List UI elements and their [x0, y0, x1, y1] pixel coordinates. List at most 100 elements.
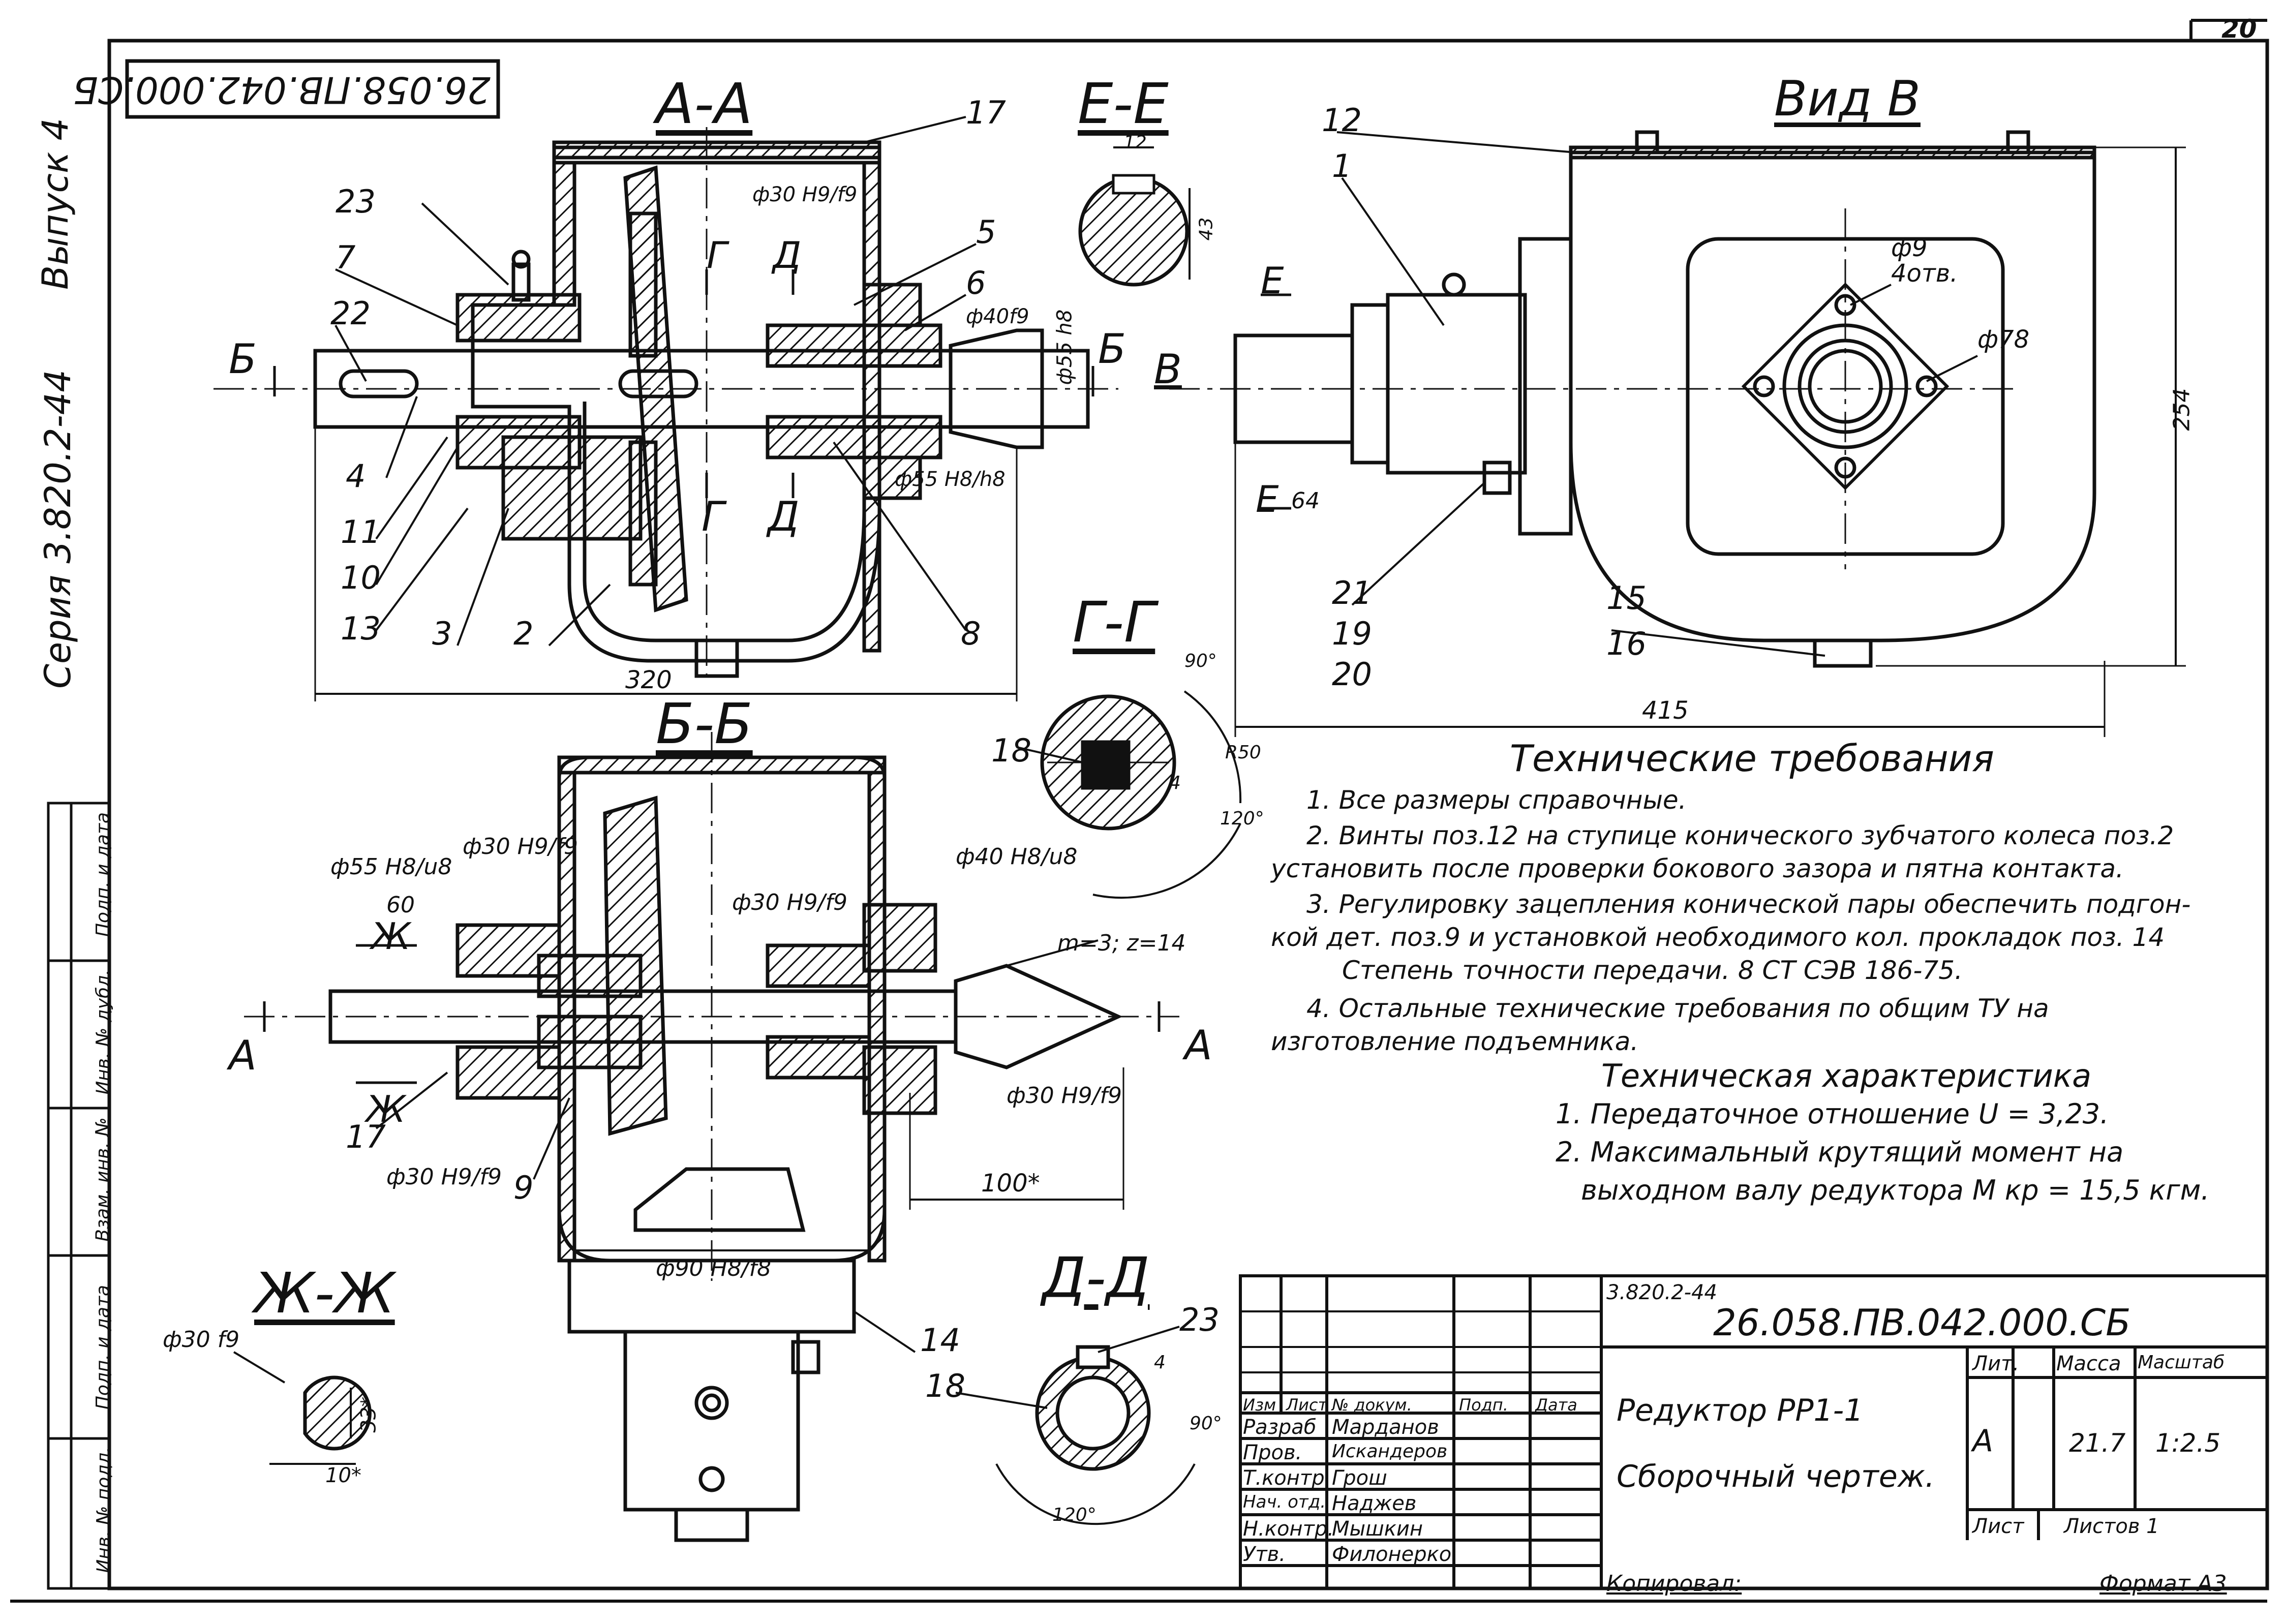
dim-phi30-bb-b: ф30 H9/f9 — [732, 890, 847, 915]
tb-name-2-person: Искандеров — [1332, 1441, 1448, 1462]
mark-d-top: Д — [773, 234, 802, 277]
tb-role-3: Т.контр. — [1243, 1466, 1331, 1490]
tb-role-5: Утв. — [1243, 1543, 1286, 1566]
callout-5: 5 — [976, 213, 996, 251]
callout-8: 8 — [961, 615, 981, 652]
tb-lit-value: А — [1972, 1423, 1994, 1459]
view-ee-drawing — [1078, 146, 1191, 287]
tb-copied: Копировал: — [1606, 1571, 1742, 1597]
mark-e-top: Е — [1261, 259, 1284, 302]
tb-series: 3.820.2-44 — [1606, 1281, 1718, 1304]
callout-11: 11 — [341, 513, 381, 550]
callout-6: 6 — [966, 264, 986, 301]
tech-char-line-2: 2. Максимальный крутящий момент на — [1556, 1136, 2124, 1168]
mark-e-bottom: Е — [1256, 478, 1279, 520]
view-gg-drawing — [1016, 690, 1242, 899]
callout-13: 13 — [341, 610, 381, 647]
tb-role-4: Н.контр. — [1243, 1517, 1334, 1541]
mark-a-left: А — [229, 1032, 257, 1079]
tb-name-5-person: Филонерко — [1332, 1543, 1452, 1566]
rotated-code: 26.058.ПВ.042.000.СБ — [73, 69, 491, 111]
side-series: Серия 3.820.2-44 — [37, 370, 79, 689]
dim-phi40-bb: ф40 H8/u8 — [956, 844, 1078, 870]
dim-100: 100* — [981, 1169, 1040, 1198]
dim-33-zh: 33* — [357, 1396, 381, 1433]
dim-phi78: ф78 — [1977, 325, 2030, 354]
mark-b-left: Б — [229, 335, 257, 383]
dim-4otv: 4отв. — [1891, 259, 1958, 288]
strip-label-4: Подп. и дата — [93, 1284, 114, 1410]
code-box — [125, 59, 500, 119]
dim-phi9: ф9 — [1891, 234, 1928, 262]
view-zhzh-drawing — [233, 1351, 372, 1465]
dim-phi90: ф90 H8/f8 — [656, 1255, 771, 1281]
callout-1-v: 1 — [1332, 147, 1352, 185]
view-title-aa: А-А — [656, 71, 753, 136]
tb-name-1-person: Марданов — [1332, 1416, 1439, 1439]
tb-role-1: Разраб — [1243, 1416, 1317, 1439]
dim-phi30-bb-a: ф30 H9/f9 — [463, 834, 578, 860]
tb-mass-value: 21.7 — [2069, 1428, 2126, 1458]
dim-254: 254 — [2169, 388, 2195, 431]
dim-320: 320 — [625, 666, 672, 694]
tb-name-2: Сборочный чертеж. — [1617, 1459, 1935, 1494]
callout-17-bb: 17 — [346, 1118, 386, 1155]
tb-lit-label: Лит. — [1972, 1352, 2020, 1375]
tech-req-line-1: 1. Все размеры справочные. — [1306, 785, 1687, 815]
tb-name-extra-person: Наджев — [1332, 1492, 1417, 1515]
dim-4-dd: 4 — [1154, 1352, 1166, 1373]
mark-g-top: Г — [707, 234, 727, 277]
view-v-drawing — [1169, 130, 2186, 737]
tb-role-2: Пров. — [1243, 1441, 1302, 1464]
view-dd-drawing — [955, 1326, 1196, 1525]
title-block — [1239, 1274, 2269, 1590]
tech-char-title: Техническая характеристика — [1601, 1057, 2092, 1094]
dim-4-gg: 4 — [1169, 773, 1181, 793]
tb-format: Формат А3 — [2099, 1571, 2227, 1597]
callout-18-gg: 18 — [991, 732, 1031, 769]
tb-h-date: Дата — [1535, 1395, 1577, 1415]
dim-phi30-zh: ф30 f9 — [163, 1327, 240, 1353]
tb-h-doc: № докум. — [1332, 1395, 1412, 1415]
side-issue: Выпуск 4 — [35, 117, 77, 290]
dim-mz: m=3; z=14 — [1057, 930, 1186, 956]
view-title-zhzh: Ж-Ж — [254, 1261, 395, 1326]
view-title-bb: Б-Б — [656, 691, 753, 756]
tech-req-line-6: Степень точности передачи. 8 СТ СЭВ 186-… — [1342, 956, 1963, 985]
mark-v: В — [1154, 346, 1182, 393]
callout-15-v: 15 — [1606, 579, 1647, 617]
dim-415: 415 — [1642, 696, 1689, 725]
callout-21-v: 21 — [1332, 574, 1372, 611]
tb-name-1: Редуктор РР1-1 — [1617, 1393, 1864, 1428]
strip-label-2: Инв. № дубл. — [93, 969, 114, 1095]
callout-16-v: 16 — [1606, 625, 1647, 662]
dim-120-dd: 120° — [1052, 1505, 1097, 1525]
callout-18-dd: 18 — [925, 1367, 965, 1404]
callout-9-bb: 9 — [513, 1169, 534, 1206]
callout-12-v: 12 — [1322, 102, 1362, 139]
callout-14-bb: 14 — [920, 1322, 960, 1359]
tb-name-4-person: Мышкин — [1332, 1517, 1423, 1541]
view-aa-drawing — [214, 116, 1118, 701]
tb-h-sign: Подп. — [1459, 1395, 1508, 1415]
dim-phi30-aa: ф30 H9/f9 — [752, 183, 858, 206]
strip-label-1: Подп. и дата — [93, 812, 114, 937]
tb-h-list: Лист — [1286, 1395, 1328, 1415]
callout-17: 17 — [966, 94, 1006, 131]
callout-20-v: 20 — [1332, 656, 1372, 693]
tech-req-line-2: 2. Винты поз.12 на ступице конического з… — [1306, 821, 2174, 850]
callout-19-v: 19 — [1332, 615, 1372, 652]
strip-label-5: Инв. № подл. — [93, 1447, 114, 1573]
callout-23: 23 — [336, 183, 376, 220]
tb-mass-label: Масса — [2056, 1352, 2121, 1375]
callout-4: 4 — [346, 457, 366, 495]
dim-phi55-bb: ф55 H8/u8 — [330, 854, 452, 880]
tech-req-title: Технические требования — [1510, 737, 1994, 780]
dim-10-zh: 10* — [325, 1464, 361, 1487]
view-bb-drawing — [244, 732, 1179, 1542]
mark-zh-bottom: Ж — [366, 1088, 406, 1130]
tech-req-line-5: кой дет. поз.9 и установкой необходимого… — [1271, 923, 2165, 952]
dim-phi30-bb-c: ф30 H9/f9 — [1007, 1083, 1122, 1109]
mark-zh-top: Ж — [371, 915, 411, 958]
view-title-gg: Г-Г — [1073, 590, 1155, 655]
